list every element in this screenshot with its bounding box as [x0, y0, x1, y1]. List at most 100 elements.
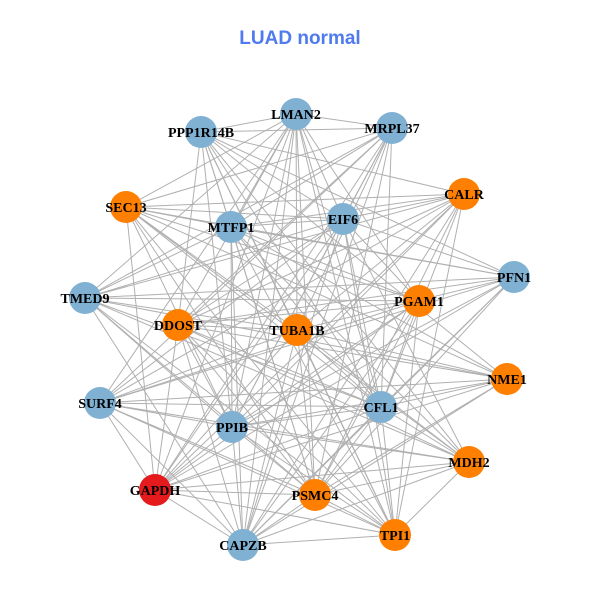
node-label: GAPDH	[130, 484, 181, 499]
edge-sec13-tuba1b	[125, 206, 298, 331]
node-cfl1[interactable]: CFL1	[364, 391, 399, 423]
node-label: PFN1	[497, 271, 531, 286]
edge-mtfp1-eif6	[230, 218, 344, 228]
edge-ddost-tuba1b	[177, 324, 298, 331]
node-psmc4[interactable]: PSMC4	[292, 479, 339, 511]
edge-ppp1r14b-calr	[200, 131, 465, 195]
edge-tuba1b-cfl1	[296, 329, 382, 408]
node-nme1[interactable]: NME1	[487, 363, 527, 395]
edge-cfl1-tpi1	[380, 406, 396, 536]
edge-ddost-cfl1	[177, 324, 382, 408]
edge-lman2-sec13	[125, 113, 297, 208]
node-lman2[interactable]: LMAN2	[271, 98, 321, 130]
edge-eif6-pfn1	[342, 218, 515, 278]
edge-calr-tuba1b	[296, 193, 465, 331]
node-label: PSMC4	[292, 489, 339, 504]
node-circle[interactable]	[448, 178, 480, 210]
node-calr[interactable]: CALR	[444, 178, 485, 210]
node-label: MTFP1	[208, 221, 255, 236]
edge-nme1-capzb	[242, 378, 508, 546]
node-label: CFL1	[364, 401, 399, 416]
edge-mtfp1-nme1	[230, 226, 508, 380]
node-ddost[interactable]: DDOST	[154, 309, 203, 341]
node-tmed9[interactable]: TMED9	[61, 282, 110, 314]
node-circle[interactable]	[365, 391, 397, 423]
node-circle[interactable]	[498, 261, 530, 293]
edge-gapdh-tpi1	[154, 489, 396, 536]
node-circle[interactable]	[139, 474, 171, 506]
node-circle[interactable]	[376, 112, 408, 144]
edge-ppp1r14b-cfl1	[200, 131, 382, 408]
node-circle[interactable]	[215, 211, 247, 243]
node-sec13[interactable]: SEC13	[105, 191, 147, 223]
node-circle[interactable]	[403, 285, 435, 317]
edge-cfl1-gapdh	[154, 406, 382, 491]
node-mdh2[interactable]: MDH2	[448, 446, 490, 478]
node-circle[interactable]	[280, 98, 312, 130]
node-label: PPIB	[216, 421, 248, 436]
edge-ppib-psmc4	[231, 426, 316, 496]
node-circle[interactable]	[185, 116, 217, 148]
edge-calr-ppib	[231, 193, 465, 428]
edge-tmed9-tuba1b	[84, 297, 298, 331]
node-mrpl37[interactable]: MRPL37	[364, 112, 420, 144]
edge-tuba1b-capzb	[242, 329, 298, 546]
edge-ppp1r14b-mrpl37	[200, 127, 393, 133]
node-circle[interactable]	[227, 529, 259, 561]
node-tpi1[interactable]: TPI1	[379, 519, 411, 551]
node-pgam1[interactable]: PGAM1	[394, 285, 444, 317]
edge-lman2-eif6	[295, 113, 344, 220]
node-circle[interactable]	[162, 309, 194, 341]
node-label: LMAN2	[271, 108, 321, 123]
node-circle[interactable]	[216, 411, 248, 443]
node-circle[interactable]	[299, 479, 331, 511]
node-ppp1r14b[interactable]: PPP1R14B	[168, 116, 234, 148]
edge-cfl1-psmc4	[314, 406, 382, 496]
chart-title: LUAD normal	[239, 28, 361, 49]
edge-pgam1-gapdh	[154, 300, 420, 491]
edge-ddost-tpi1	[177, 324, 396, 536]
edge-pgam1-psmc4	[314, 300, 420, 496]
edge-pfn1-tmed9	[84, 276, 515, 299]
edge-mtfp1-capzb	[230, 226, 244, 546]
edge-ppp1r14b-nme1	[200, 131, 508, 380]
edge-pgam1-surf4	[99, 300, 420, 404]
node-label: TMED9	[61, 292, 110, 307]
node-mtfp1[interactable]: MTFP1	[208, 211, 255, 243]
node-ppib[interactable]: PPIB	[216, 411, 248, 443]
node-tuba1b[interactable]: TUBA1B	[269, 314, 325, 346]
edge-nme1-cfl1	[380, 378, 508, 408]
edge-eif6-surf4	[99, 218, 344, 404]
edge-lman2-ppp1r14b	[200, 113, 297, 133]
edge-surf4-tpi1	[99, 402, 396, 536]
node-circle[interactable]	[327, 203, 359, 235]
edge-ppp1r14b-pfn1	[200, 131, 515, 278]
node-eif6[interactable]: EIF6	[327, 203, 359, 235]
edge-mdh2-capzb	[242, 461, 470, 546]
edge-tmed9-cfl1	[84, 297, 382, 408]
node-circle[interactable]	[491, 363, 523, 395]
edge-eif6-capzb	[242, 218, 344, 546]
edge-tmed9-capzb	[84, 297, 244, 546]
edge-ddost-mdh2	[177, 324, 470, 463]
edge-ppib-mdh2	[231, 426, 470, 463]
edge-nme1-surf4	[99, 378, 508, 404]
edge-pfn1-ddost	[177, 276, 515, 326]
node-gapdh[interactable]: GAPDH	[130, 474, 181, 506]
edge-tuba1b-surf4	[99, 329, 298, 404]
node-circle[interactable]	[281, 314, 313, 346]
edge-ppp1r14b-ppib	[200, 131, 233, 428]
edge-mrpl37-psmc4	[314, 127, 393, 496]
node-circle[interactable]	[84, 387, 116, 419]
node-pfn1[interactable]: PFN1	[497, 261, 531, 293]
edge-eif6-ddost	[177, 218, 344, 326]
node-circle[interactable]	[453, 446, 485, 478]
edge-mdh2-gapdh	[154, 461, 470, 491]
node-capzb[interactable]: CAPZB	[219, 529, 267, 561]
edge-mrpl37-gapdh	[154, 127, 393, 491]
node-circle[interactable]	[379, 519, 411, 551]
node-label: TPI1	[380, 529, 410, 544]
node-circle[interactable]	[69, 282, 101, 314]
node-surf4[interactable]: SURF4	[78, 387, 122, 419]
node-circle[interactable]	[110, 191, 142, 223]
